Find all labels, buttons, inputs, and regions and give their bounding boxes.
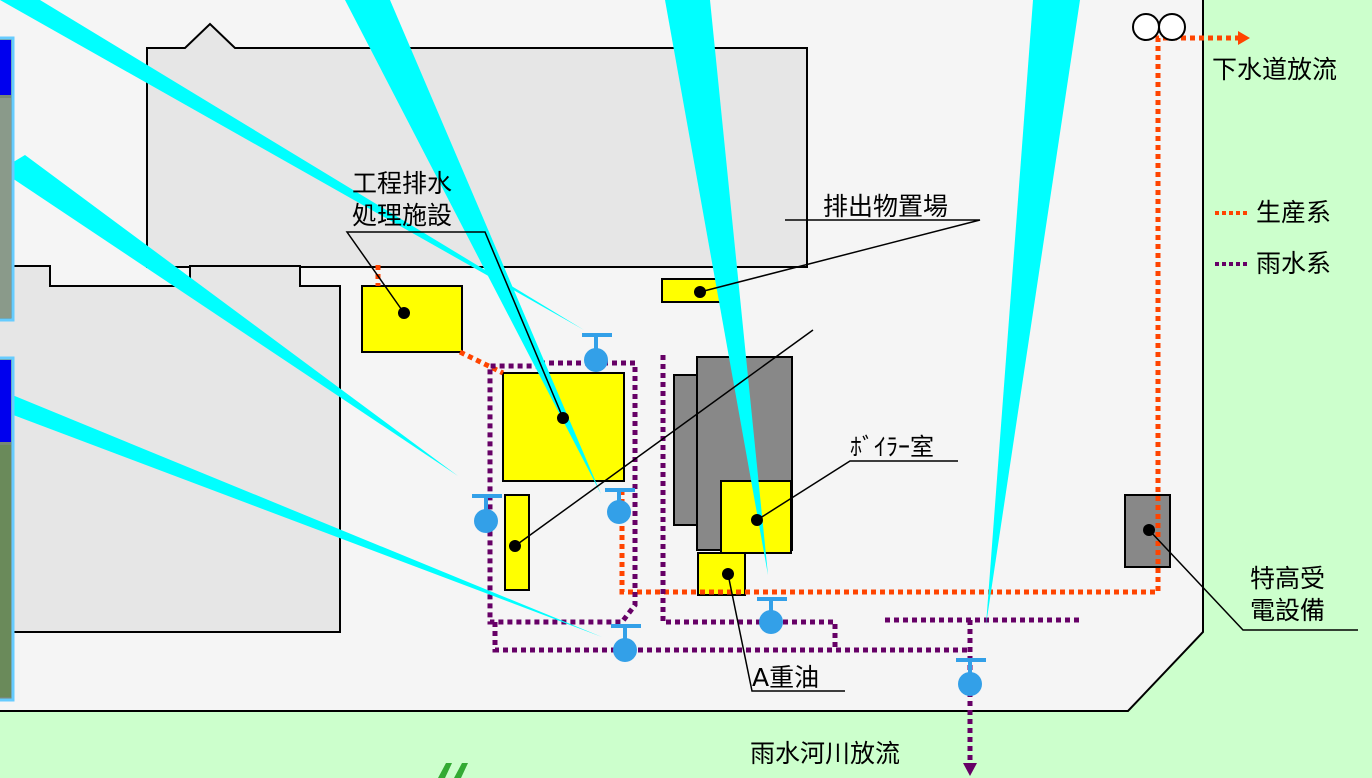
valve-icon bbox=[472, 494, 502, 533]
valve-icon bbox=[956, 658, 986, 696]
label-substation-2: 電設備 bbox=[1250, 596, 1325, 625]
heavy-oil-tank bbox=[697, 552, 746, 596]
valve-icon bbox=[582, 333, 612, 372]
label-process-wastewater-1: 工程排水 bbox=[352, 169, 452, 198]
label-process-wastewater-2: 処理施設 bbox=[352, 201, 452, 230]
dot-icon bbox=[398, 286, 1155, 580]
label-heavy-oil: A重油 bbox=[752, 663, 819, 692]
left-building bbox=[0, 265, 341, 633]
legend-rainwater-label: 雨水系 bbox=[1256, 249, 1331, 278]
label-substation-1: 特高受 bbox=[1250, 564, 1325, 593]
sewer-arrow-head bbox=[1238, 31, 1250, 45]
label-waste-storage: 排出物置場 bbox=[823, 192, 948, 221]
river-arrow-head bbox=[963, 763, 977, 776]
tank-narrow bbox=[504, 494, 530, 591]
green-mark-fragment bbox=[454, 763, 468, 778]
facility-storage-left bbox=[361, 285, 463, 353]
legend: 生産系 雨水系 bbox=[1215, 198, 1331, 278]
legend-production-label: 生産系 bbox=[1256, 198, 1331, 227]
green-mark-fragment bbox=[438, 763, 452, 778]
rainwater-drain-lines bbox=[487, 355, 1082, 763]
valve-icon bbox=[757, 597, 787, 634]
label-sewer-discharge: 下水道放流 bbox=[1212, 55, 1337, 84]
photo-panel-top bbox=[0, 36, 15, 322]
label-rain-river-discharge: 雨水河川放流 bbox=[750, 739, 900, 768]
leader-lines bbox=[345, 219, 1358, 692]
process-wastewater-facility bbox=[502, 372, 625, 482]
valve-icon bbox=[605, 488, 635, 524]
label-boiler-room: ﾎﾞｲﾗｰ室 bbox=[850, 433, 934, 461]
photo-panel-bottom bbox=[0, 356, 15, 702]
double-circle-icon bbox=[1132, 13, 1186, 41]
valve-icon bbox=[611, 624, 641, 662]
